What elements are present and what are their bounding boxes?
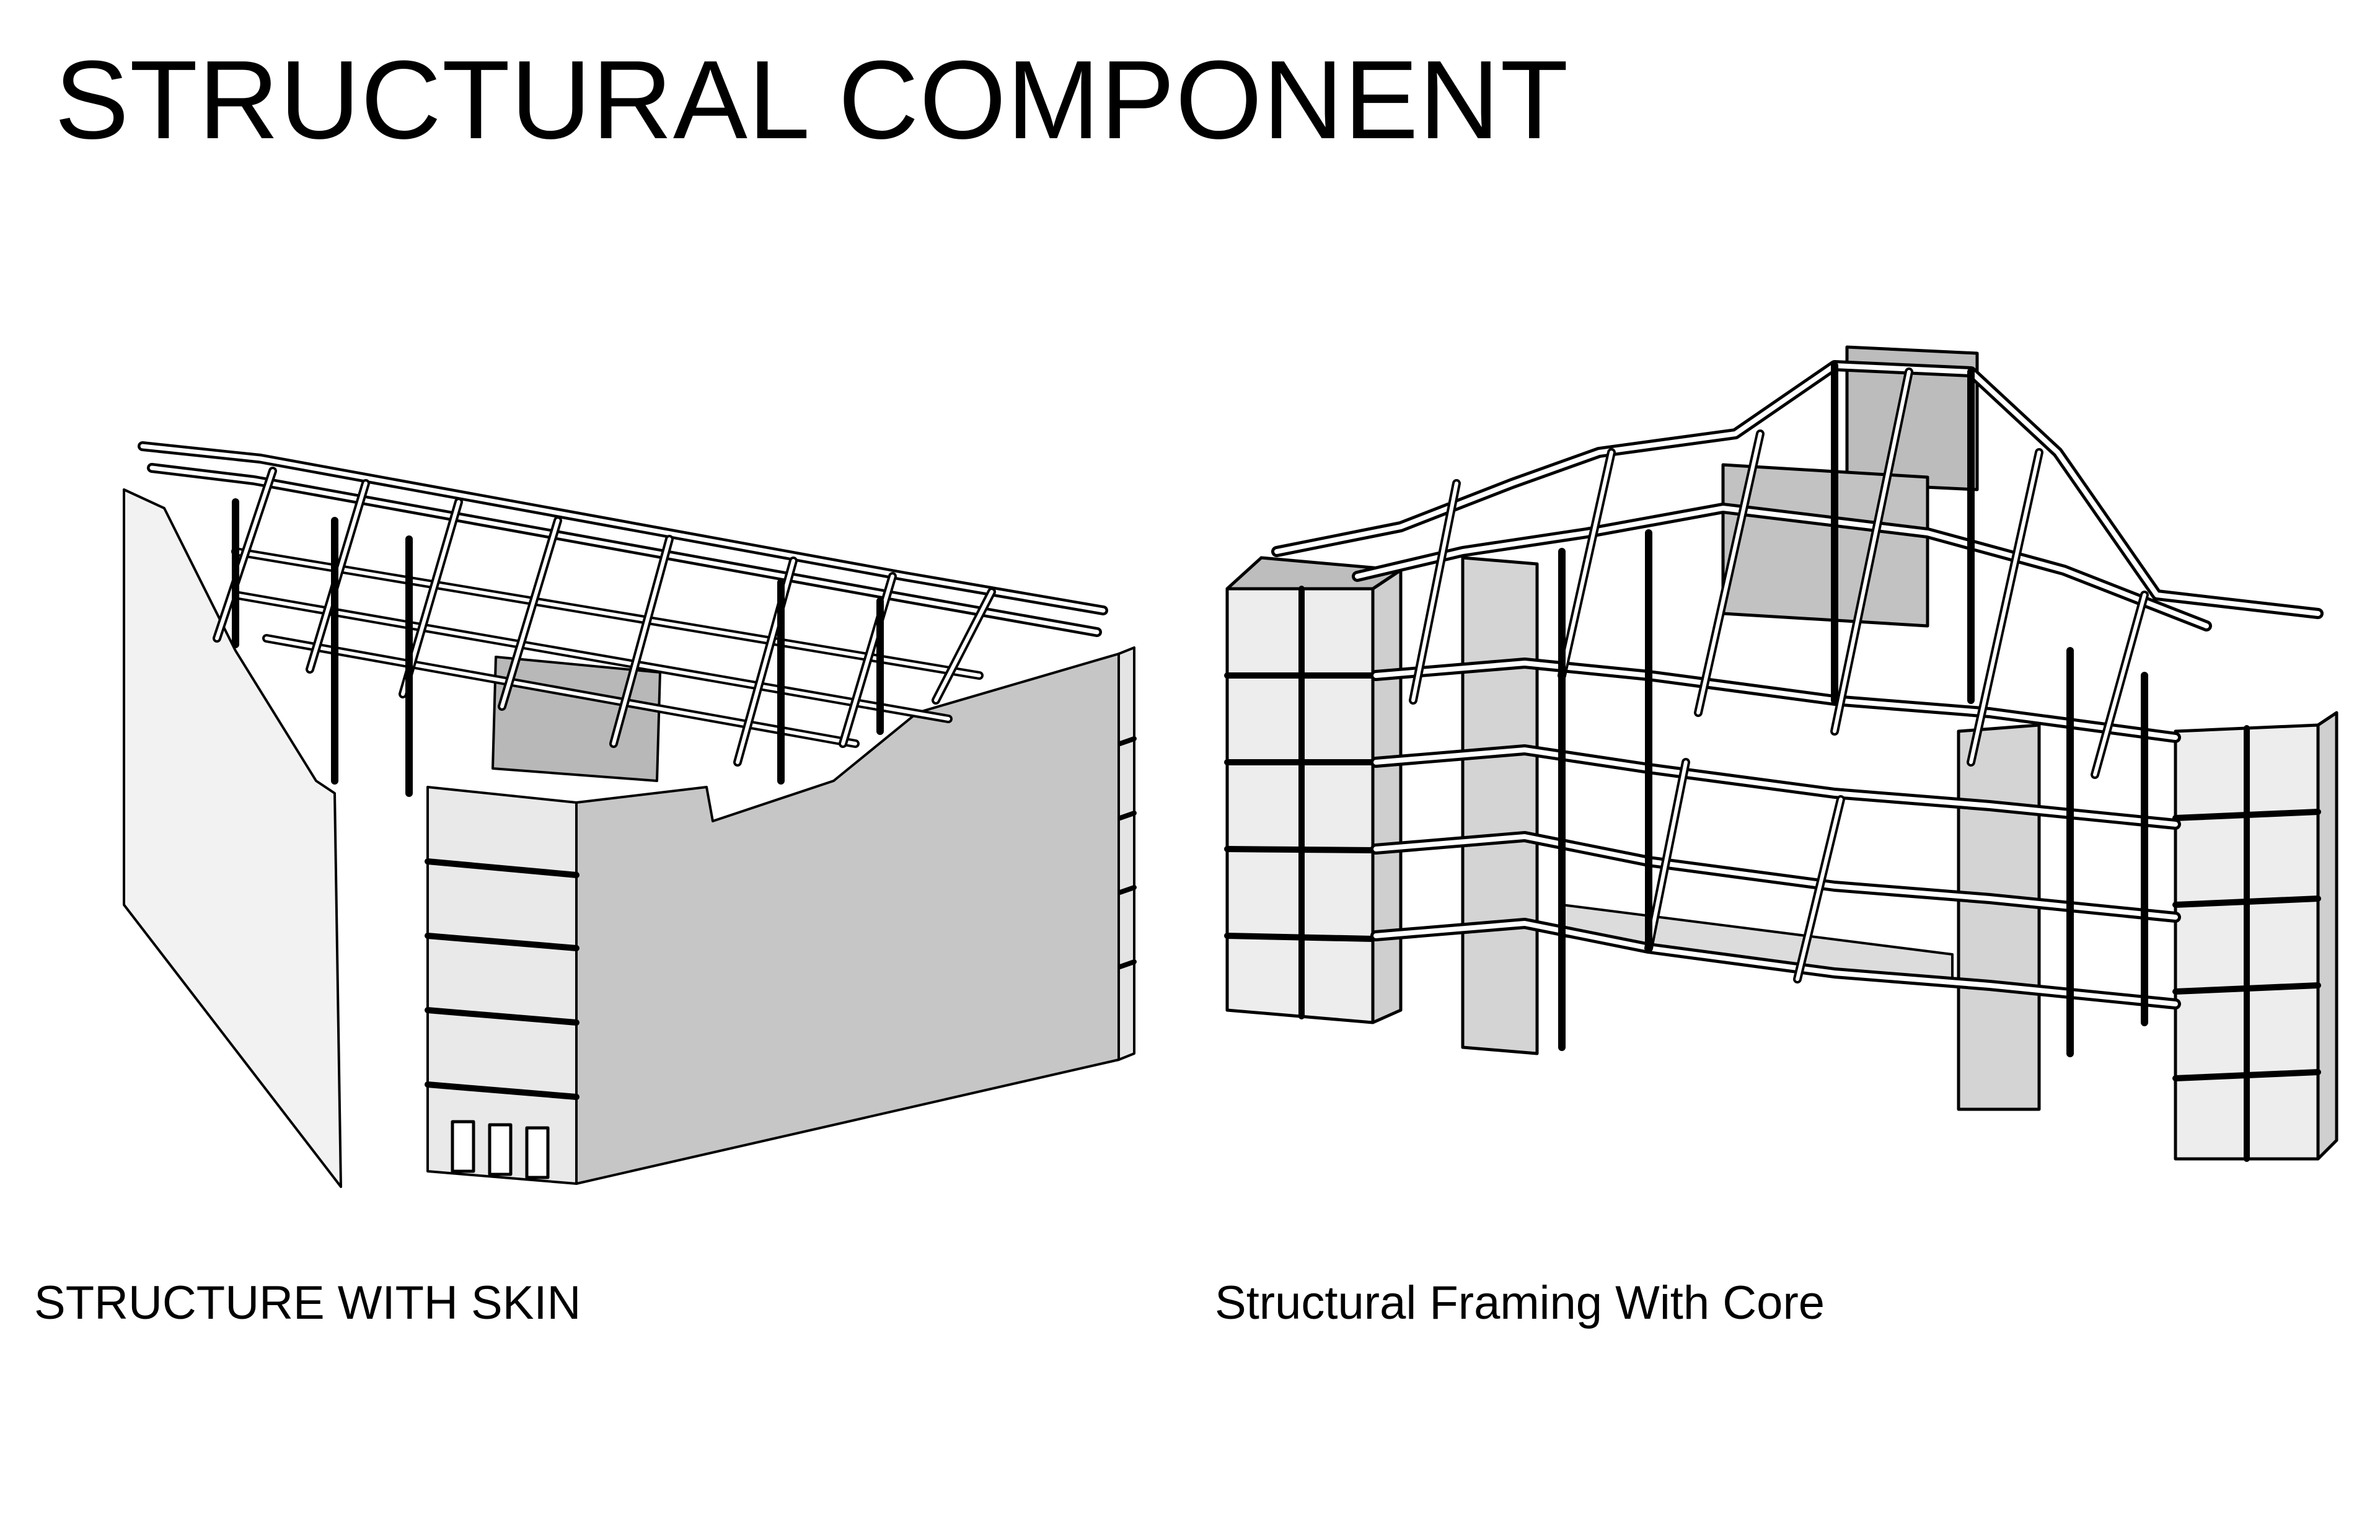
end-face-bands (1117, 736, 1137, 969)
left-core-side (1371, 568, 1403, 1024)
right-skin-end (1117, 646, 1135, 1061)
columns-right (1558, 362, 2148, 1057)
structure-with-skin-drawing (123, 441, 1137, 1188)
structural-framing-drawing (1224, 345, 2338, 1162)
left-core-bands (1224, 586, 1376, 1019)
structural-framing-with-core-figure (1215, 328, 2343, 1196)
facade-floor-bands (425, 858, 580, 1100)
right-core-bands (2172, 725, 2321, 1162)
caption-structural-framing-with-core: Structural Framing With Core (1215, 1277, 1825, 1329)
core-column-left (1461, 556, 1539, 1055)
columns (232, 498, 884, 797)
mid-core-panel (1721, 463, 1929, 628)
left-skin-wall (123, 488, 342, 1188)
structure-with-skin-figure (112, 434, 1140, 1196)
upper-core-panel (1845, 345, 1979, 491)
core-column-right (1957, 723, 2041, 1111)
page-title: STRUCTURAL COMPONENT (55, 38, 1569, 162)
caption-structure-with-skin: STRUCTURE WITH SKIN (34, 1277, 581, 1329)
right-core-side (2316, 711, 2338, 1161)
primary-beams (1271, 360, 2324, 1010)
base-openings (451, 1120, 550, 1179)
